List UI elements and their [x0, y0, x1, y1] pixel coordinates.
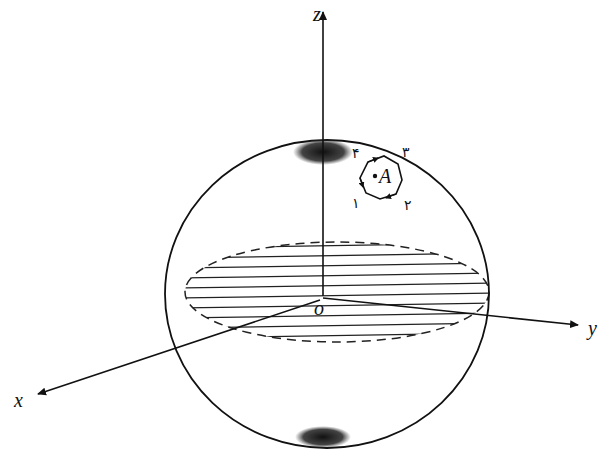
origin-label: o [314, 298, 324, 318]
axis-label: z [313, 4, 321, 24]
y-axis [323, 298, 578, 325]
axis-label: x [14, 390, 23, 410]
callout-number: ۲ [404, 198, 412, 212]
z-axis [322, 12, 324, 296]
loop-arrow [360, 178, 363, 187]
loop-arrow [368, 158, 378, 162]
loop-arrow [386, 194, 396, 198]
equator [185, 242, 489, 342]
axis-label: y [588, 318, 597, 338]
point-dot [373, 174, 377, 178]
callout-number: ۴ [352, 146, 360, 160]
loop-path [360, 156, 402, 199]
sphere-outline [165, 140, 489, 448]
callout-number: ۱ [352, 196, 360, 210]
callout-number: ۳ [402, 145, 410, 159]
pole-spot [295, 426, 351, 448]
point-label: A [379, 166, 391, 186]
x-axis [38, 300, 320, 394]
